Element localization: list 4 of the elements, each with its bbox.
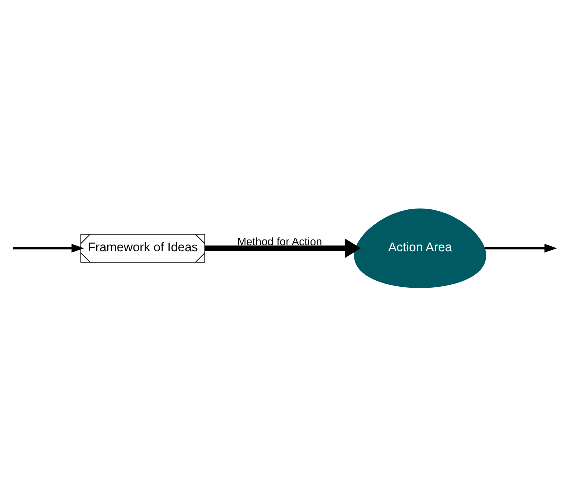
arrow bbox=[205, 238, 362, 258]
arrow bbox=[13, 244, 84, 253]
arrow bbox=[484, 244, 558, 253]
edge-label: Method for Action bbox=[237, 236, 322, 249]
